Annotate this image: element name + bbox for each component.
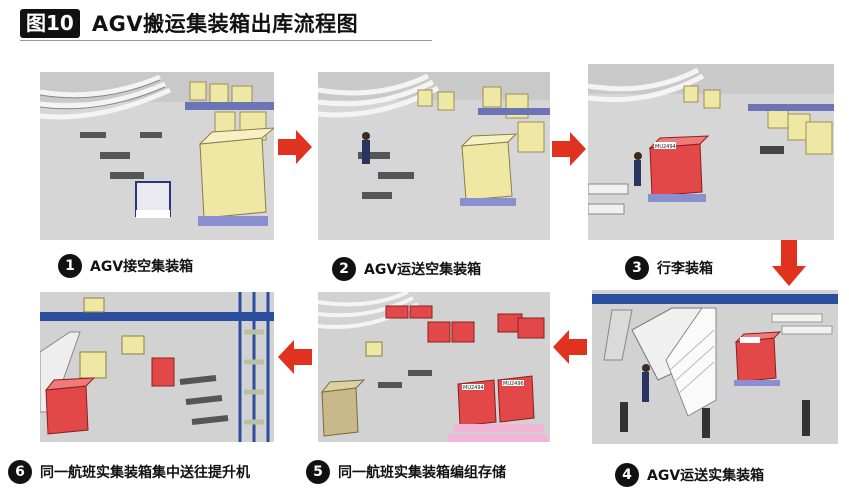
step-6-caption: 6 同一航班实集装箱集中送往提升机 (8, 459, 250, 485)
figure-title: AGV搬运集装箱出库流程图 (91, 12, 359, 36)
step-4-label: AGV运送实集装箱 (647, 468, 765, 484)
step-4-caption: 4 AGV运送实集装箱 (615, 462, 764, 488)
step-1-caption: 1 AGV接空集装箱 (58, 253, 193, 279)
step-2-image (318, 72, 550, 240)
container-tag-a: MU2494 (655, 144, 676, 150)
arrow-right-icon (552, 132, 586, 166)
step-6-label: 同一航班实集装箱集中送往提升机 (40, 465, 250, 481)
step-6-image (40, 292, 274, 442)
arrow-down-icon (772, 240, 806, 286)
arrow-left-icon (553, 330, 587, 364)
step-3-label: 行李装箱 (657, 261, 713, 277)
step-5-caption: 5 同一航班实集装箱编组存储 (306, 459, 506, 485)
step-5-number: 5 (306, 460, 330, 484)
step-2-label: AGV运送空集装箱 (364, 262, 482, 278)
step-1-number: 1 (58, 254, 82, 278)
figure-badge: 图10 (20, 8, 80, 38)
step-3-caption: 3 行李装箱 (625, 255, 713, 281)
arrow-left-icon (278, 340, 312, 374)
step-5-image: MU2494 MU2496 (318, 292, 550, 442)
step-2-caption: 2 AGV运送空集装箱 (332, 256, 481, 282)
container-tag-b: MU2496 (503, 381, 524, 387)
step-3-number: 3 (625, 256, 649, 280)
step-4-image (592, 290, 838, 444)
figure-header: 图10 AGV搬运集装箱出库流程图 (20, 6, 358, 40)
title-underline (20, 40, 432, 41)
step-2-number: 2 (332, 257, 356, 281)
step-1-label: AGV接空集装箱 (90, 259, 194, 275)
step-5-label: 同一航班实集装箱编组存储 (338, 465, 506, 481)
step-4-number: 4 (615, 463, 639, 487)
step-3-image: MU2494 (588, 64, 834, 240)
container-tag-a-copy: MU2494 (463, 385, 484, 391)
step-1-image (40, 72, 274, 240)
step-6-number: 6 (8, 460, 32, 484)
arrow-right-icon (278, 130, 312, 164)
